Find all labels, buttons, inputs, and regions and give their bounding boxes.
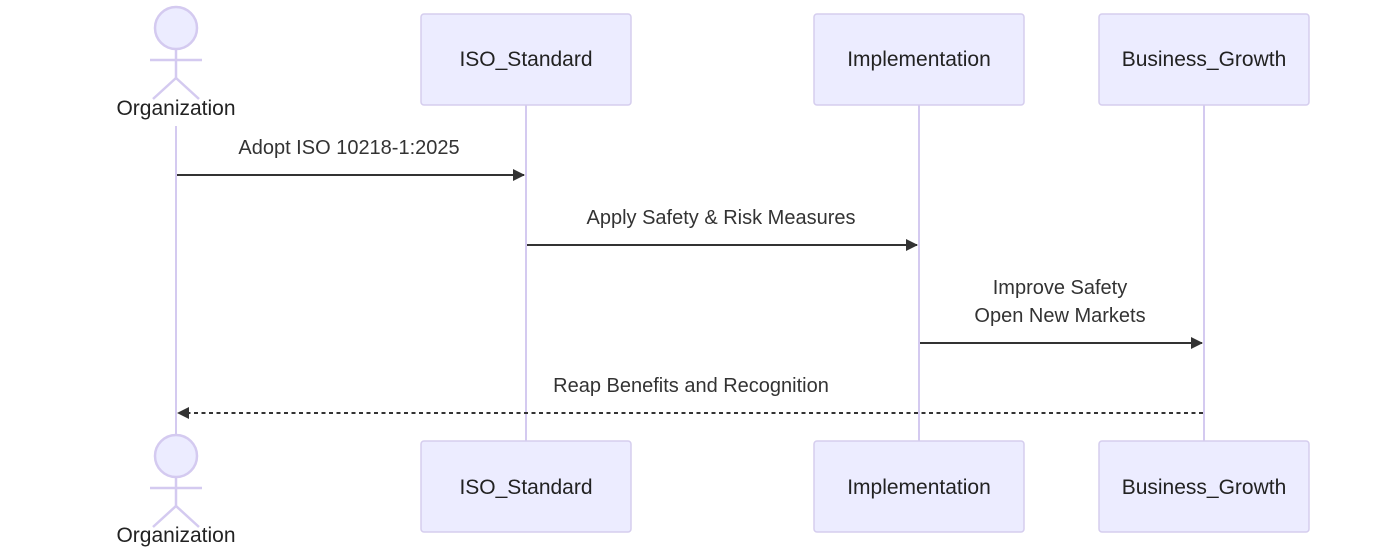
- participant-label: ISO_Standard: [459, 476, 592, 499]
- actor-label: Organization: [116, 524, 235, 547]
- actor-organization-bottom[interactable]: Organization: [116, 433, 236, 547]
- participant-business-growth-bottom[interactable]: Business_Growth: [1098, 440, 1310, 533]
- message-label-line-1: Improve Safety: [993, 277, 1128, 299]
- stick-figure-icon: [150, 433, 202, 528]
- participant-iso-standard-bottom[interactable]: ISO_Standard: [420, 440, 632, 533]
- participant-business-growth-top[interactable]: Business_Growth: [1098, 13, 1310, 106]
- participant-label: ISO_Standard: [459, 48, 592, 71]
- message-label: Apply Safety & Risk Measures: [587, 207, 856, 229]
- message-3[interactable]: Improve Safety Open New Markets: [920, 277, 1203, 349]
- message-label: Adopt ISO 10218-1:2025: [238, 137, 459, 159]
- message-4[interactable]: Reap Benefits and Recognition: [177, 375, 1203, 419]
- participant-iso-standard-top[interactable]: ISO_Standard: [420, 13, 632, 106]
- participant-label: Implementation: [847, 48, 991, 71]
- participant-label: Implementation: [847, 476, 991, 499]
- message-1[interactable]: Adopt ISO 10218-1:2025: [177, 137, 525, 181]
- participant-label: Business_Growth: [1122, 476, 1287, 499]
- participant-implementation-top[interactable]: Implementation: [813, 13, 1025, 106]
- participant-implementation-bottom[interactable]: Implementation: [813, 440, 1025, 533]
- actor-organization-top[interactable]: Organization: [116, 5, 236, 120]
- message-label-line-2: Open New Markets: [974, 305, 1145, 327]
- message-2[interactable]: Apply Safety & Risk Measures: [527, 207, 918, 251]
- participant-label: Business_Growth: [1122, 48, 1287, 71]
- actor-label: Organization: [116, 97, 235, 120]
- message-label: Reap Benefits and Recognition: [553, 375, 829, 397]
- stick-figure-icon: [150, 5, 202, 100]
